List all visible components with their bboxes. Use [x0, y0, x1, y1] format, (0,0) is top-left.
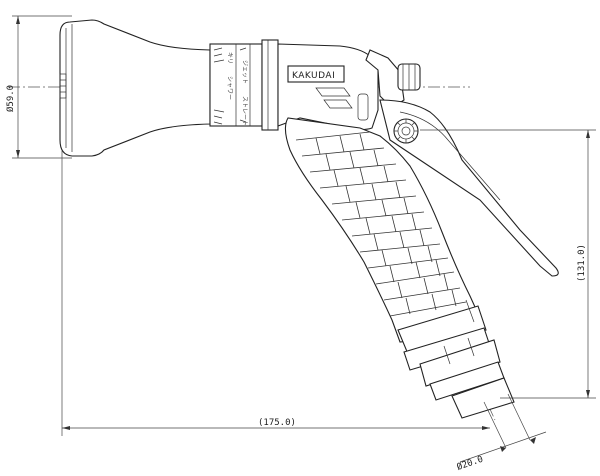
nozzle-head — [59, 19, 211, 157]
height-dimension: Ø59.0 — [5, 15, 72, 159]
grip-height-dimension: (131.0) — [420, 129, 596, 399]
adjust-wheel — [393, 118, 419, 144]
mode-dial: キリ ジェット シャワー ストレート — [209, 39, 279, 131]
brand-label: KAKUDAI — [292, 71, 335, 81]
mode-label-2: シャワー — [226, 76, 233, 100]
gun-body: KAKUDAI — [277, 43, 421, 131]
trigger-lever — [379, 99, 559, 277]
grip-height-label: (131.0) — [577, 244, 587, 282]
mode-label-0: キリ — [226, 52, 233, 64]
brand-plate — [287, 65, 345, 83]
grip-handle — [284, 117, 481, 343]
hose-connector — [397, 299, 515, 419]
mode-label-1: ジェット — [241, 60, 248, 84]
overall-length-label: (175.0) — [258, 418, 296, 428]
height-dia-label: Ø59.0 — [5, 85, 16, 112]
overall-length-dimension: (175.0) — [61, 150, 490, 436]
outlet-dia-label: Ø20.0 — [455, 454, 484, 473]
mode-label-3: ストレート — [241, 96, 248, 126]
